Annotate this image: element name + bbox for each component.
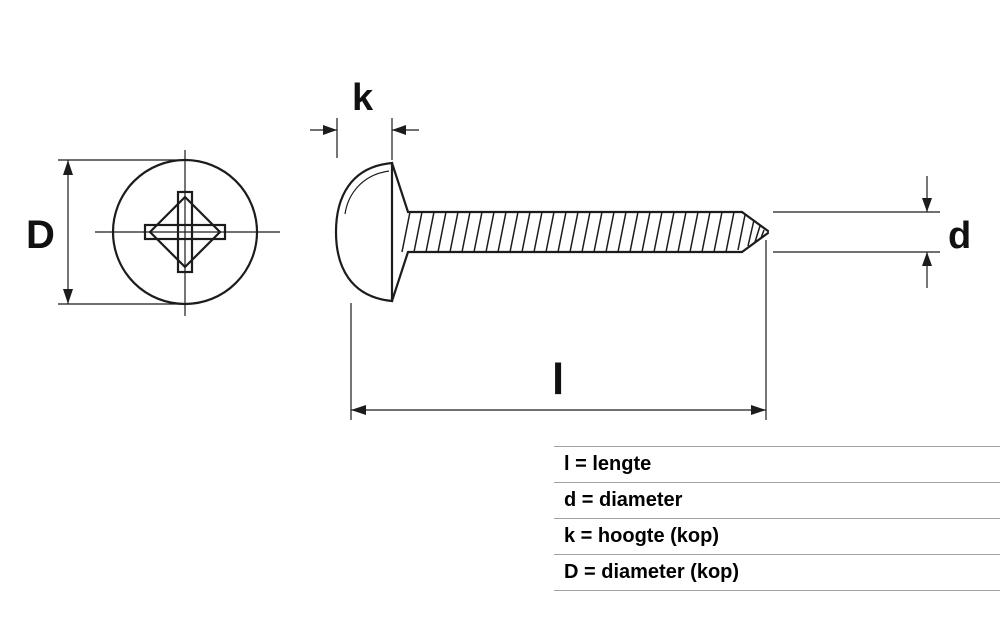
head-cone-bottom: [390, 250, 410, 303]
label-D: D: [26, 213, 55, 257]
dimension-k: k: [310, 77, 419, 160]
dimension-d: d: [773, 176, 971, 288]
dimension-D-arrow-up: [63, 160, 73, 175]
label-d: d: [948, 215, 971, 257]
dimension-l: l: [350, 240, 767, 420]
dimension-d-arrow-up: [922, 252, 932, 266]
legend-row-D: D = diameter (kop): [554, 554, 1000, 590]
label-l: l: [552, 355, 564, 404]
dimension-k-arrow-right: [323, 125, 337, 135]
legend-table: l = lengte d = diameter k = hoogte (kop)…: [554, 446, 1000, 591]
legend-row-k: k = hoogte (kop): [554, 518, 1000, 554]
phillips-diamond: [148, 195, 222, 269]
dimension-l-arrow-right: [751, 405, 766, 415]
screw-side-view: [334, 161, 770, 303]
legend-row-l: l = lengte: [554, 446, 1000, 482]
tip-top: [740, 210, 770, 233]
dimension-D-arrow-down: [63, 289, 73, 304]
dimension-d-arrow-down: [922, 198, 932, 212]
label-k: k: [352, 77, 374, 119]
legend-row-d: d = diameter: [554, 482, 1000, 518]
head-slot-detail: [344, 170, 390, 215]
head-profile: [334, 161, 394, 303]
phillips-slot-horizontal: [143, 223, 227, 241]
dimension-D: D: [26, 159, 188, 305]
screw-front-view: [95, 150, 280, 316]
dimension-k-arrow-left: [392, 125, 406, 135]
head-cone-top: [390, 161, 410, 214]
phillips-slot-vertical: [176, 190, 194, 274]
thread-lines: [401, 211, 765, 253]
dimension-l-arrow-left: [351, 405, 366, 415]
tip-bottom: [740, 231, 770, 254]
